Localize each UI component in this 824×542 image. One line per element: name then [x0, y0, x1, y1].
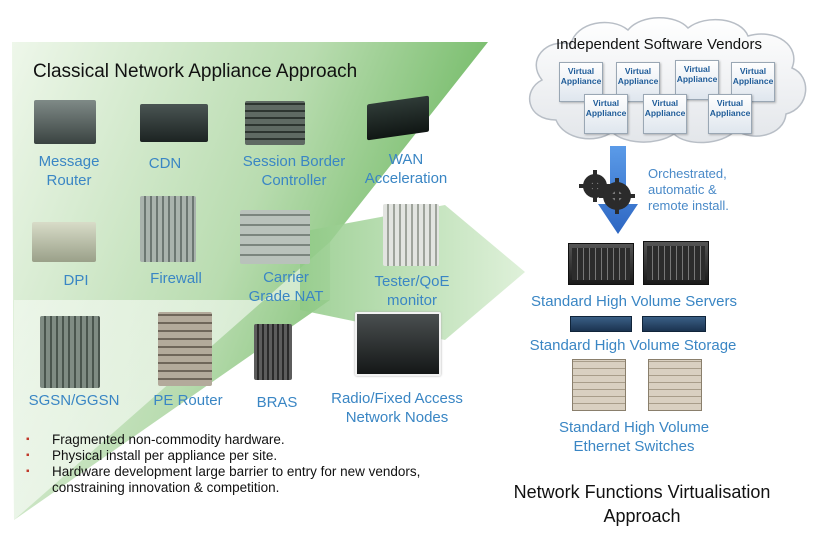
nfv-title: Network Functions Virtualisation Approac…	[513, 482, 771, 526]
sgsn-ggsn-device	[40, 316, 100, 388]
storage-unit	[570, 316, 632, 332]
pe-router-device	[158, 312, 212, 386]
servers-label: Standard High Volume Servers	[531, 293, 737, 310]
device-label-sgsn-ggsn: SGSN/GGSN	[28, 392, 120, 409]
isv-title: Independent Software Vendors	[556, 36, 762, 53]
classical-title: Classical Network Appliance Approach	[33, 61, 358, 82]
bullet-item: ▪Hardware development large barrier to e…	[26, 464, 421, 495]
device-label-dpi: DPI	[63, 272, 89, 289]
storage-unit	[642, 316, 706, 332]
switches-label: Standard High Volume Ethernet Switches	[558, 419, 710, 455]
ethernet-switch	[572, 359, 626, 411]
carrier-grade-nat-device	[240, 210, 310, 264]
ethernet-switch	[648, 359, 702, 411]
bras-device	[254, 324, 292, 380]
virtual-appliance: Virtual Appliance	[708, 94, 752, 134]
dpi-device	[32, 222, 96, 262]
cdn-device	[140, 104, 208, 142]
virtual-appliance: Virtual Appliance	[584, 94, 628, 134]
storage-label: Standard High Volume Storage	[529, 337, 737, 354]
firewall-device	[140, 196, 196, 262]
orchestration-note: Orchestrated, automatic & remote install…	[648, 166, 729, 213]
device-label-firewall: Firewall	[150, 270, 202, 287]
tester-qoe-device	[383, 204, 439, 266]
bullet-item: ▪Fragmented non-commodity hardware.	[26, 432, 285, 447]
server-rack	[568, 243, 634, 285]
radio-fixed-access-device	[355, 312, 441, 376]
virtual-appliance: Virtual Appliance	[675, 60, 719, 100]
session-border-controller-device	[245, 101, 305, 145]
device-label-carrier-grade-nat: Carrier Grade NAT	[248, 269, 324, 305]
server-rack	[643, 241, 709, 285]
gears-icon	[579, 170, 635, 214]
device-label-tester-qoe: Tester/QoE monitor	[374, 273, 450, 309]
device-label-pe-router: PE Router	[153, 392, 223, 409]
device-label-radio-fixed-access: Radio/Fixed Access Network Nodes	[331, 390, 463, 426]
message-router-device	[34, 100, 96, 144]
classical-bullet-list: ▪Fragmented non-commodity hardware. ▪Phy…	[26, 432, 430, 496]
device-label-message-router: Message Router	[38, 153, 100, 189]
device-label-bras: BRAS	[256, 394, 298, 411]
device-label-cdn: CDN	[148, 155, 182, 172]
device-label-session-border-controller: Session Border Controller	[242, 153, 346, 189]
bullet-item: ▪Physical install per appliance per site…	[26, 448, 278, 463]
virtual-appliance: Virtual Appliance	[643, 94, 687, 134]
device-label-wan-acceleration: WAN Acceleration	[364, 151, 448, 187]
